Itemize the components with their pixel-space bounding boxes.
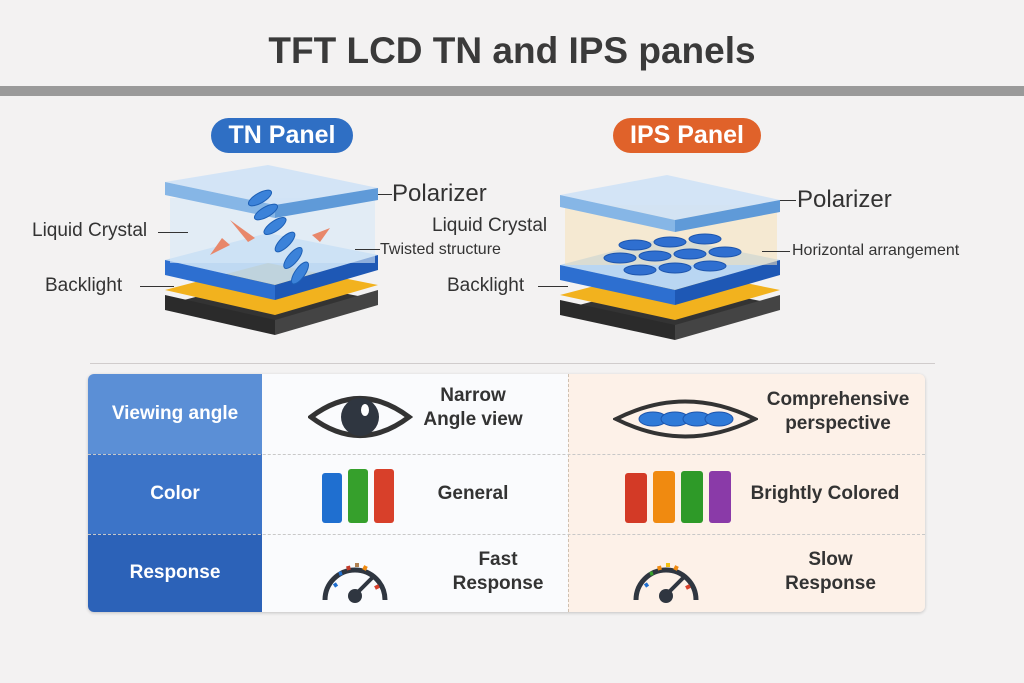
row-header-viewing-angle: Viewing angle <box>88 374 262 454</box>
ips-panel-illustration <box>560 175 780 340</box>
row-header-color: Color <box>88 454 262 534</box>
tn-twisted-structure-label: Twisted structure <box>380 241 501 258</box>
ips-panel-badge: IPS Panel <box>613 118 761 153</box>
tn-color-value: General <box>437 483 509 504</box>
title-divider-bar <box>0 86 1024 96</box>
leader-line <box>158 232 188 233</box>
tn-liquid-crystal-label: Liquid Crystal <box>32 220 148 241</box>
row-header-response: Response <box>88 534 262 612</box>
row-divider <box>88 454 925 455</box>
ips-color-value: Brightly Colored <box>750 483 900 504</box>
wide-eye-icon <box>613 399 758 439</box>
tn-viewing-angle-value: Narrow Angle view <box>423 385 523 430</box>
four-color-bars-icon <box>625 471 731 523</box>
narrow-eye-icon <box>308 396 413 438</box>
tn-backlight-label: Backlight <box>45 275 123 296</box>
leader-line <box>762 251 790 252</box>
tn-panel-illustration <box>165 165 378 335</box>
leader-line <box>780 200 796 201</box>
leader-line <box>140 286 174 287</box>
comparison-table: Viewing angle Color Response Narrow Angl… <box>88 374 925 612</box>
tn-panel-badge: TN Panel <box>211 118 353 153</box>
section-divider <box>90 363 935 364</box>
three-color-bars-icon <box>322 469 394 523</box>
leader-line <box>378 194 392 195</box>
ips-horizontal-arrangement-label: Horizontal arrangement <box>792 242 960 259</box>
page-title: TFT LCD TN and IPS panels <box>268 30 756 71</box>
ips-viewing-angle-value: Comprehensive perspective <box>766 389 910 434</box>
slow-gauge-icon <box>633 563 699 603</box>
ips-polarizer-label: Polarizer <box>797 186 892 213</box>
ips-liquid-crystal-label: Liquid Crystal <box>432 215 548 236</box>
row-divider <box>88 534 925 535</box>
leader-line <box>538 286 568 287</box>
ips-response-value: Slow Response <box>785 549 876 594</box>
tn-response-value: Fast Response <box>452 549 544 594</box>
ips-backlight-label: Backlight <box>447 275 525 296</box>
fast-gauge-icon <box>322 563 388 603</box>
leader-line <box>355 249 380 250</box>
tn-polarizer-label: Polarizer <box>392 180 487 207</box>
